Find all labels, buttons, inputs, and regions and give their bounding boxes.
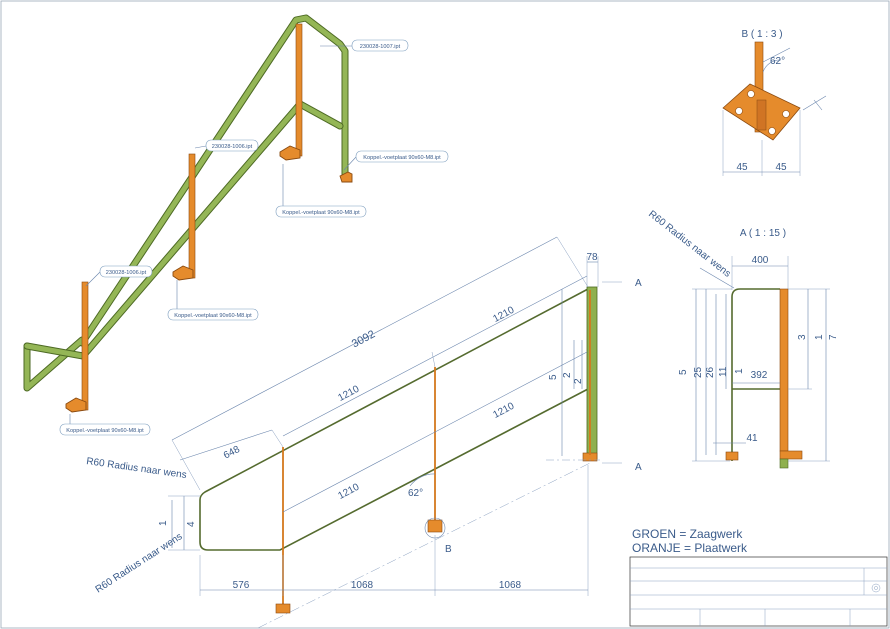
main-right-dim: 2	[573, 378, 584, 384]
detail-b-hole	[747, 90, 755, 98]
detail-b: B ( 1 : 3 ) 62° 45 45	[722, 29, 827, 176]
part-label: 230028-1006.ipt	[106, 270, 147, 276]
main-overall-length: 3092	[350, 328, 377, 350]
detail-b-title: B ( 1 : 3 )	[741, 29, 782, 40]
detail-a-inner-width: 392	[751, 370, 768, 381]
iso-foot-plate	[279, 145, 301, 161]
main-bottom-dim: 576	[233, 580, 250, 591]
detail-a-left-dim: 26	[705, 366, 716, 378]
main-view: A A B 3092 648 1210 1210 1210 1210 78 5 …	[86, 236, 642, 629]
part-label: Koppel.-voetplaat 90x60-M8.ipt	[174, 313, 252, 319]
detail-a-right-dim: 1	[814, 334, 825, 340]
detail-a-left-dim: 5	[678, 369, 689, 375]
iso-label-voetplaat-4: Koppel.-voetplaat 90x60-M8.ipt	[59, 423, 151, 436]
iso-foot-plate	[339, 171, 353, 183]
detail-b-hole	[735, 107, 743, 115]
main-left-dim: 1	[158, 520, 169, 526]
detail-b-dim-right: 45	[775, 162, 787, 173]
main-left-dim: 4	[186, 521, 197, 527]
main-right-dim: 5	[548, 374, 559, 380]
detail-a-foot: 41	[746, 433, 758, 444]
detail-a-radius-note: R60 Radius naar wens	[646, 209, 732, 280]
section-mark-a: A	[635, 462, 642, 473]
part-label: Koppel.-voetplaat 90x60-M8.ipt	[282, 210, 360, 216]
iso-foot-plate	[172, 265, 194, 281]
isometric-view: 230028-1007.ipt 230028-1006.ipt 230028-1…	[23, 14, 449, 436]
main-post-width: 78	[586, 252, 598, 263]
title-block	[629, 556, 888, 627]
iso-post	[188, 153, 196, 279]
iso-label-1006-upper: 230028-1006.ipt	[205, 139, 259, 152]
detail-a-left-dim: 25	[693, 366, 704, 378]
main-radius-bottom: R60 Radius naar wens	[94, 531, 185, 595]
main-angle: 62°	[408, 488, 423, 499]
main-segment-top: 1210	[336, 384, 361, 404]
part-label: 230028-1007.ipt	[360, 44, 401, 50]
section-mark-a: A	[635, 278, 642, 289]
part-label: Koppel.-voetplaat 90x60-M8.ipt	[66, 428, 144, 434]
detail-a: A ( 1 : 15 ) R60 Radius naar wens 400 39…	[646, 209, 839, 469]
iso-post	[81, 281, 89, 411]
detail-a-post	[779, 288, 789, 452]
detail-b-hole	[768, 127, 776, 135]
detail-a-right-dim: 7	[828, 334, 839, 340]
main-radius-top: R60 Radius naar wens	[86, 456, 188, 481]
iso-post	[295, 23, 303, 157]
iso-label-voetplaat-3: Koppel.-voetplaat 90x60-M8.ipt	[167, 308, 259, 321]
main-segment-bottom: 1210	[336, 482, 361, 502]
detail-mark-b: B	[445, 544, 452, 555]
main-segment-top: 648	[222, 444, 242, 462]
main-top-rail	[199, 288, 589, 551]
detail-b-hole	[782, 110, 790, 118]
detail-a-left-dim: 11	[718, 366, 729, 377]
color-legend: GROEN = Zaagwerk ORANJE = Plaatwerk	[632, 527, 748, 555]
main-end-post	[586, 286, 598, 460]
legend-orange: ORANJE = Plaatwerk	[632, 541, 748, 555]
detail-b-dim-left: 45	[736, 162, 748, 173]
iso-label-1007: 230028-1007.ipt	[351, 39, 409, 52]
legend-green: GROEN = Zaagwerk	[632, 527, 743, 541]
iso-label-1006-lower: 230028-1006.ipt	[99, 265, 153, 278]
detail-a-title: A ( 1 : 15 )	[740, 228, 786, 239]
iso-posts	[65, 23, 353, 413]
part-label: Koppel.-voetplaat 90x60-M8.ipt	[363, 155, 441, 161]
main-bottom-dim: 1068	[499, 580, 522, 591]
main-segment-bottom: 1210	[491, 401, 516, 421]
part-label: 230028-1006.ipt	[212, 144, 253, 150]
iso-foot-plate	[65, 397, 87, 413]
detail-a-width: 400	[752, 255, 769, 266]
detail-a-right-dim: 3	[797, 334, 808, 340]
main-segment-top: 1210	[491, 305, 516, 325]
iso-label-voetplaat-1: Koppel.-voetplaat 90x60-M8.ipt	[355, 150, 449, 163]
detail-a-mid-dim: 1	[734, 368, 745, 374]
main-bottom-dim: 1068	[351, 580, 374, 591]
iso-label-voetplaat-2: Koppel.-voetplaat 90x60-M8.ipt	[275, 205, 367, 218]
main-right-dim: 2	[562, 372, 573, 378]
detail-a-rail	[731, 288, 780, 461]
detail-b-angle: 62°	[770, 56, 785, 67]
